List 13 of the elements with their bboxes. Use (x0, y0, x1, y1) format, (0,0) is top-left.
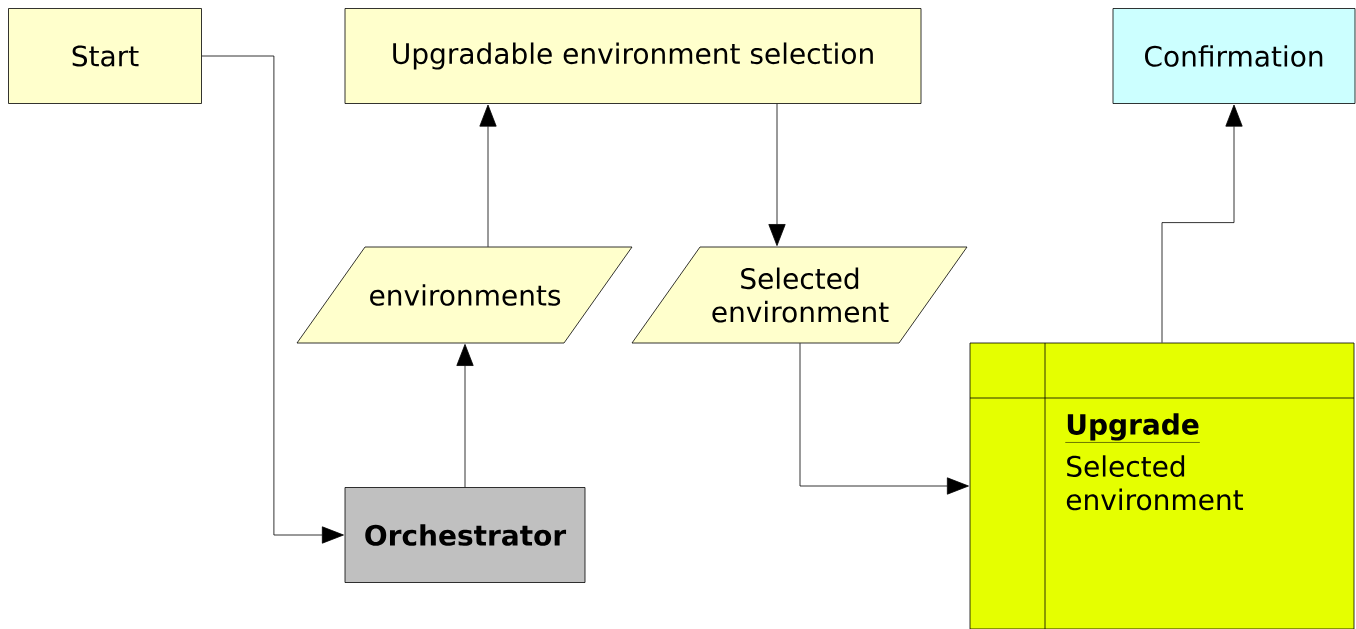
arrow (1161, 104, 1243, 343)
data-parallelogram: Selected environment (631, 246, 968, 344)
process-box: Orchestrator (344, 487, 586, 583)
process-box: Start (8, 8, 202, 104)
data-parallelogram: environments (296, 246, 633, 344)
arrow (201, 55, 344, 544)
arrow (479, 104, 497, 248)
process-box: Confirmation (1112, 8, 1356, 104)
arrow (456, 344, 474, 488)
arrow (799, 342, 969, 495)
swimlane-box: Upgrade Selected environment (969, 342, 1355, 629)
arrow (768, 103, 786, 246)
process-box: Upgradable environment selection (344, 8, 922, 104)
